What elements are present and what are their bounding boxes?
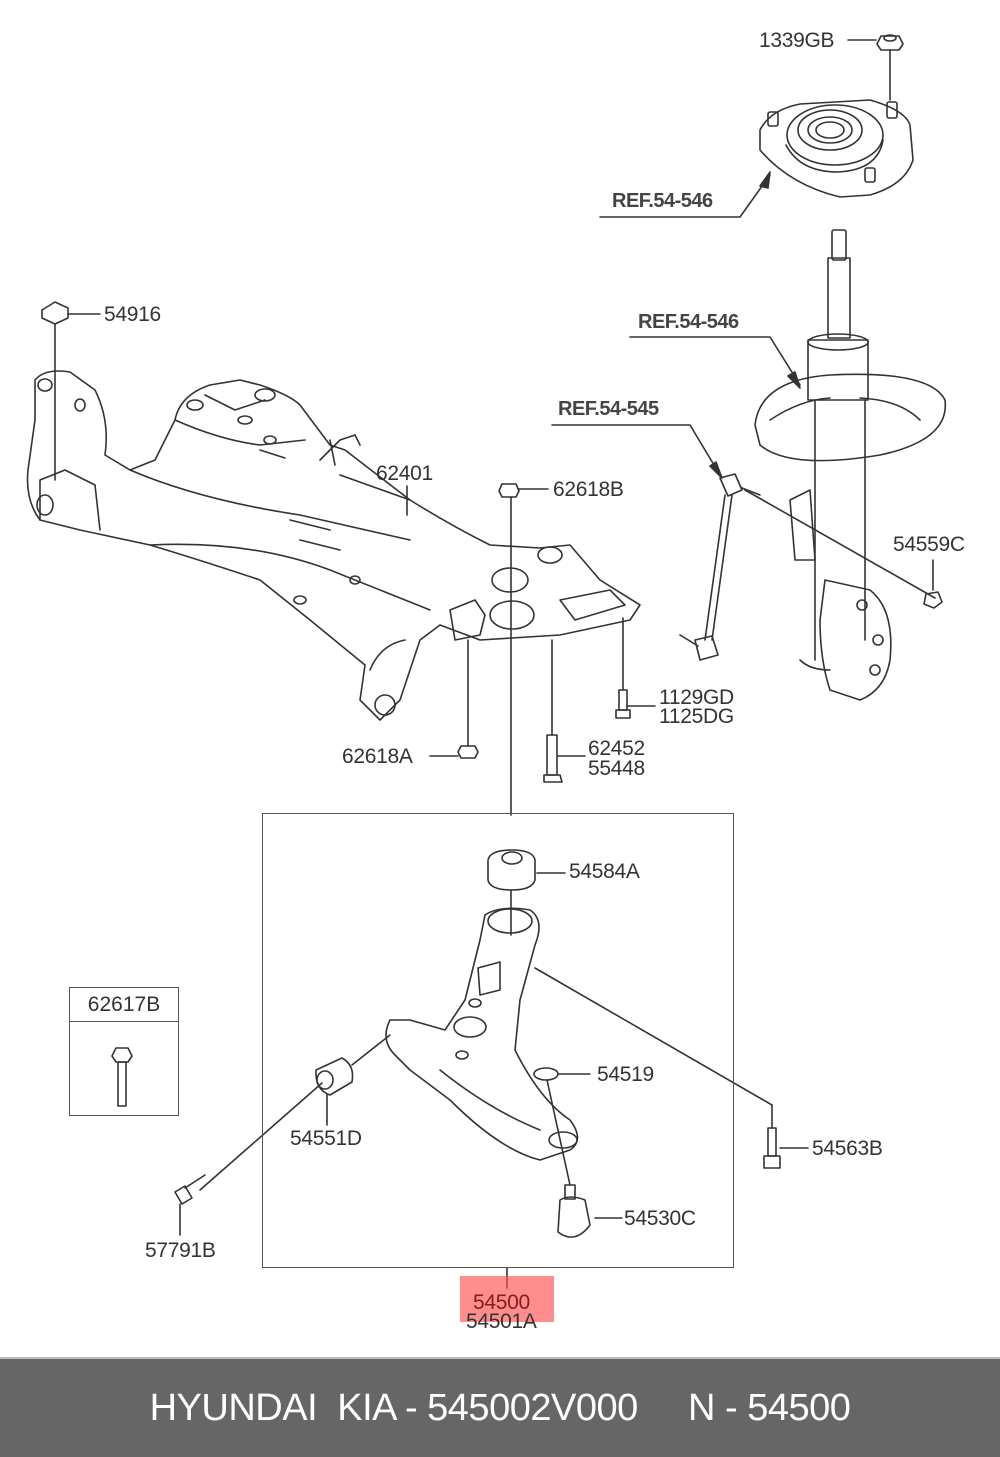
label-54563B: 54563B <box>812 1137 883 1160</box>
label-54519: 54519 <box>597 1063 654 1086</box>
label-54584A: 54584A <box>569 860 640 883</box>
label-1125DG: 1125DG <box>659 705 734 728</box>
label-54501A: 54501A <box>466 1310 537 1333</box>
label-1339GB: 1339GB <box>759 29 835 52</box>
footer-part-number: HYUNDAI KIA - 545002V000 N - 54500 <box>149 1386 851 1429</box>
label-1129GD: 1129GD <box>659 686 734 709</box>
strut-mount-drawing <box>759 99 914 198</box>
label-62452: 62452 <box>588 737 645 760</box>
label-ref-54-546-mid: REF.54-546 <box>638 311 739 333</box>
label-54500[interactable]: 54500 <box>473 1291 530 1314</box>
label-55448: 55448 <box>588 757 645 780</box>
label-ref-54-546-top: REF.54-546 <box>612 190 713 212</box>
label-62401: 62401 <box>376 462 433 485</box>
label-54916: 54916 <box>104 303 161 326</box>
nut-1339GB-drawing <box>847 34 904 101</box>
strut-drawing <box>754 229 947 701</box>
label-62618B: 62618B <box>553 478 624 501</box>
stabilizer-link-drawing <box>679 473 761 661</box>
parts-diagram <box>26 34 947 1289</box>
label-ref-54-545: REF.54-545 <box>558 398 659 420</box>
crossmember-drawing <box>26 370 641 721</box>
highlighted-part-marker <box>460 1276 554 1322</box>
lower-control-arm-drawing <box>385 907 579 1161</box>
label-54530C: 54530C <box>624 1207 696 1230</box>
lower-arm-assembly-box <box>262 813 734 1268</box>
label-54551D: 54551D <box>290 1127 362 1150</box>
label-62618A: 62618A <box>342 745 413 768</box>
label-62617B: 62617B <box>70 988 178 1022</box>
kit-box-62617B: 62617B <box>69 987 179 1116</box>
label-57791B: 57791B <box>145 1239 216 1262</box>
footer-bar: HYUNDAI KIA - 545002V000 N - 54500 <box>0 1357 1000 1457</box>
label-54559C: 54559C <box>893 533 965 556</box>
